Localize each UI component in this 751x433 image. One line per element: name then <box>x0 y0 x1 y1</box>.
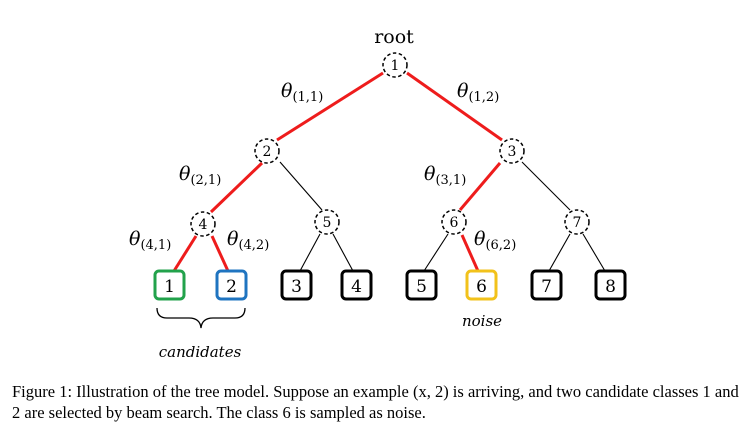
edge-node-3-to-node-7 <box>521 161 571 211</box>
internal-node-7: 7 <box>564 209 590 235</box>
theta-symbol: θ <box>179 163 191 185</box>
edge-label-theta-1-1: θ(1,1) <box>281 80 323 105</box>
leaf-node-8-box <box>594 269 627 301</box>
leaf-node-3-label: 3 <box>291 277 302 297</box>
edge-label-theta-4-1: θ(4,1) <box>129 228 171 253</box>
theta-symbol: θ <box>227 228 239 250</box>
leaf-node-7: 7 <box>530 269 563 301</box>
edge-node-3-to-node-6 <box>458 162 502 211</box>
theta-subscript: (4,1) <box>140 238 171 253</box>
candidates-brace <box>156 307 246 329</box>
theta-symbol: θ <box>474 228 486 250</box>
edge-node-5-to-leaf-4 <box>332 233 354 272</box>
leaf-node-6-label: 6 <box>476 277 487 297</box>
leaf-node-5-label: 5 <box>416 277 427 297</box>
edge-root-to-node-2 <box>276 71 384 142</box>
leaf-node-7-box <box>530 269 563 301</box>
leaf-node-2-box <box>215 269 248 301</box>
leaf-node-8-label: 8 <box>605 277 616 297</box>
root-label: root <box>374 26 414 48</box>
leaf-node-3-box <box>280 269 313 301</box>
edge-node-4-to-leaf-1 <box>172 235 198 272</box>
edge-node-7-to-leaf-8 <box>582 233 606 272</box>
edge-node-4-to-leaf-2 <box>210 235 230 272</box>
theta-subscript: (6,2) <box>485 238 516 253</box>
leaf-node-7-label: 7 <box>541 277 552 297</box>
edge-label-theta-3-1: θ(3,1) <box>424 163 466 188</box>
theta-symbol: θ <box>424 163 436 185</box>
edge-node-6-to-leaf-5 <box>423 233 449 272</box>
theta-subscript: (1,1) <box>292 90 323 105</box>
edge-label-theta-4-2: θ(4,2) <box>227 228 269 253</box>
internal-node-3-label: 3 <box>508 144 517 160</box>
internal-node-2: 2 <box>254 138 280 164</box>
leaf-node-1: 1 <box>153 269 186 301</box>
theta-symbol: θ <box>457 80 469 102</box>
leaf-node-6-box <box>465 269 498 301</box>
edge-node-6-to-leaf-6 <box>460 234 480 272</box>
leaf-node-5: 5 <box>405 269 438 301</box>
edge-node-2-to-node-4 <box>209 161 264 214</box>
internal-node-6-label: 6 <box>450 215 459 231</box>
leaf-node-8: 8 <box>594 269 627 301</box>
edge-label-theta-1-2: θ(1,2) <box>457 80 499 105</box>
leaf-node-4-box <box>340 269 373 301</box>
leaf-node-1-box <box>153 269 186 301</box>
edge-node-7-to-leaf-7 <box>548 233 571 272</box>
leaf-node-4: 4 <box>340 269 373 301</box>
candidates-label: candidates <box>159 343 242 361</box>
leaf-node-2: 2 <box>215 269 248 301</box>
theta-symbol: θ <box>281 80 293 102</box>
tree-model-diagram: root 1 2 3 4 5 6 7 1 <box>129 26 627 361</box>
leaf-node-1-label: 1 <box>164 277 175 297</box>
internal-node-4: 4 <box>190 211 216 237</box>
theta-subscript: (2,1) <box>190 173 221 188</box>
leaf-node-6: 6 <box>465 269 498 301</box>
leaf-node-5-box <box>405 269 438 301</box>
edge-root-to-node-3 <box>406 71 503 142</box>
noise-label: noise <box>462 312 502 330</box>
leaf-node-3: 3 <box>280 269 313 301</box>
edge-node-2-to-node-5 <box>279 161 323 211</box>
internal-node-1-label: 1 <box>391 58 400 74</box>
edge-label-theta-2-1: θ(2,1) <box>179 163 221 188</box>
edge-label-theta-6-2: θ(6,2) <box>474 228 516 253</box>
internal-node-2-label: 2 <box>263 144 272 160</box>
edge-node-5-to-leaf-3 <box>299 233 321 272</box>
leaf-node-2-label: 2 <box>226 277 237 297</box>
internal-node-5: 5 <box>314 209 340 235</box>
internal-node-1: 1 <box>382 52 408 78</box>
theta-symbol: θ <box>129 228 141 250</box>
theta-subscript: (1,2) <box>468 90 499 105</box>
theta-subscript: (4,2) <box>238 238 269 253</box>
figure-caption: Figure 1: Illustration of the tree model… <box>12 382 739 422</box>
internal-node-7-label: 7 <box>573 215 582 231</box>
leaf-node-4-label: 4 <box>351 277 362 297</box>
internal-node-6: 6 <box>441 209 467 235</box>
internal-node-5-label: 5 <box>323 215 332 231</box>
internal-node-3: 3 <box>499 138 525 164</box>
theta-subscript: (3,1) <box>435 173 466 188</box>
internal-node-4-label: 4 <box>199 217 208 233</box>
